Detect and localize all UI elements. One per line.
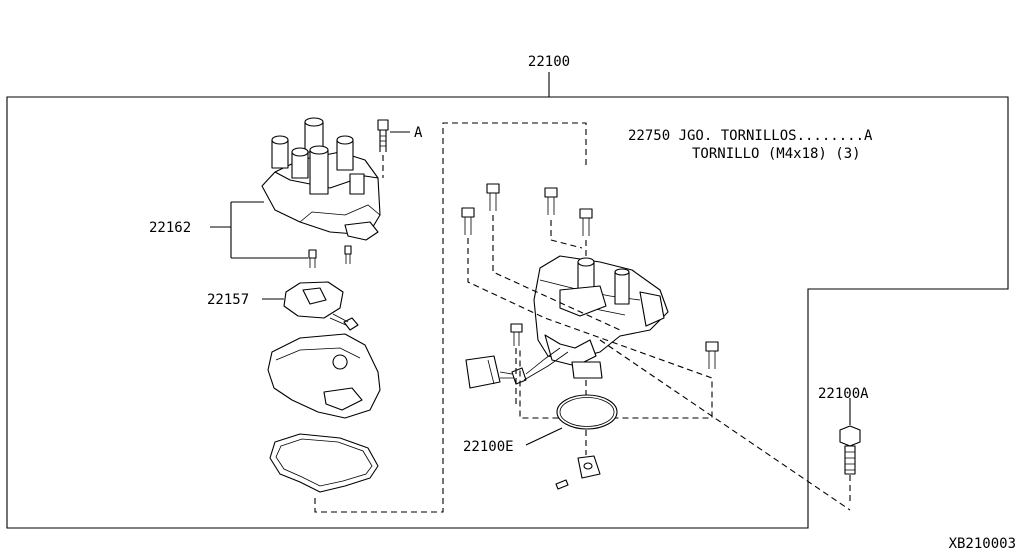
rotor-part: [262, 281, 359, 331]
housing-screws: [461, 183, 719, 369]
screw-a-label: A: [414, 125, 423, 141]
inner-cover-part: [267, 333, 381, 419]
distributor-housing-part: [533, 255, 669, 379]
rotor-part-number: 22157: [207, 292, 249, 308]
distributor-cap-part: [261, 117, 381, 268]
diagram-id: XB210003: [949, 536, 1016, 552]
assembly-part-number: 22100: [528, 54, 570, 70]
cap-part-number: 22162: [149, 220, 191, 236]
gasket-part: [269, 433, 379, 493]
assembly-frame: [6, 96, 1009, 529]
installation-lines: [467, 215, 851, 511]
screw-spec-note: TORNILLO (M4x18) (3): [692, 146, 861, 162]
screw-a-part: [377, 119, 410, 178]
bolt-part: [839, 398, 861, 475]
screw-set-note: 22750 JGO. TORNILLOS........A: [628, 128, 873, 144]
o-ring-seal-part: [525, 394, 618, 446]
bolt-part-number: 22100A: [818, 386, 869, 402]
seal-part-number: 22100E: [463, 439, 514, 455]
coupling-part: [555, 455, 601, 490]
cap-leader: [210, 201, 308, 259]
dashed-group-outline: [314, 122, 587, 513]
